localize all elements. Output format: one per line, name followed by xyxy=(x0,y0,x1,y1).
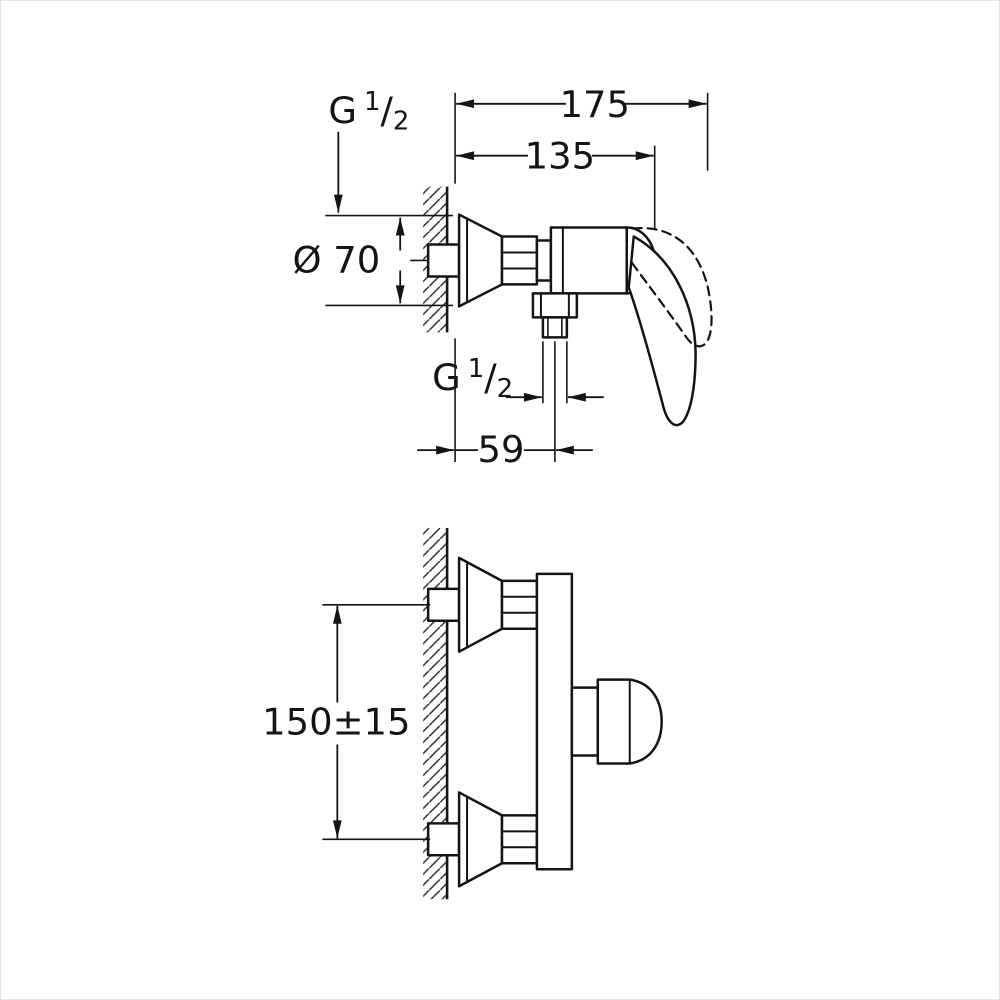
dimension-escutcheon-diameter: Ø 70 xyxy=(292,214,454,307)
dimension-body-depth: 135 xyxy=(456,135,656,229)
dim-body-depth-label: 135 xyxy=(525,135,595,178)
dim-total-depth-label: 175 xyxy=(560,83,630,126)
dimension-outlet-offset: 59 xyxy=(417,338,593,471)
lever-handle-side xyxy=(627,235,697,427)
wall-union-escutcheon xyxy=(426,213,539,308)
inlet-union-top xyxy=(426,556,539,653)
dim-inlet-spacing-label: 150±15 xyxy=(262,701,410,744)
inlet-union-bottom xyxy=(426,791,539,888)
dimension-total-depth: 175 xyxy=(454,83,709,184)
dimension-inlet-spacing: 150±15 xyxy=(262,603,431,841)
mixer-body-front xyxy=(535,572,574,871)
front-view: 150±15 xyxy=(262,527,663,900)
dim-escutcheon-diameter-label: Ø 70 xyxy=(292,238,380,281)
dim-outlet-offset-label: 59 xyxy=(478,428,525,471)
shower-outlet xyxy=(531,292,579,339)
lever-handle-front xyxy=(570,678,663,765)
lever-handle-raised-dashed xyxy=(630,226,713,348)
